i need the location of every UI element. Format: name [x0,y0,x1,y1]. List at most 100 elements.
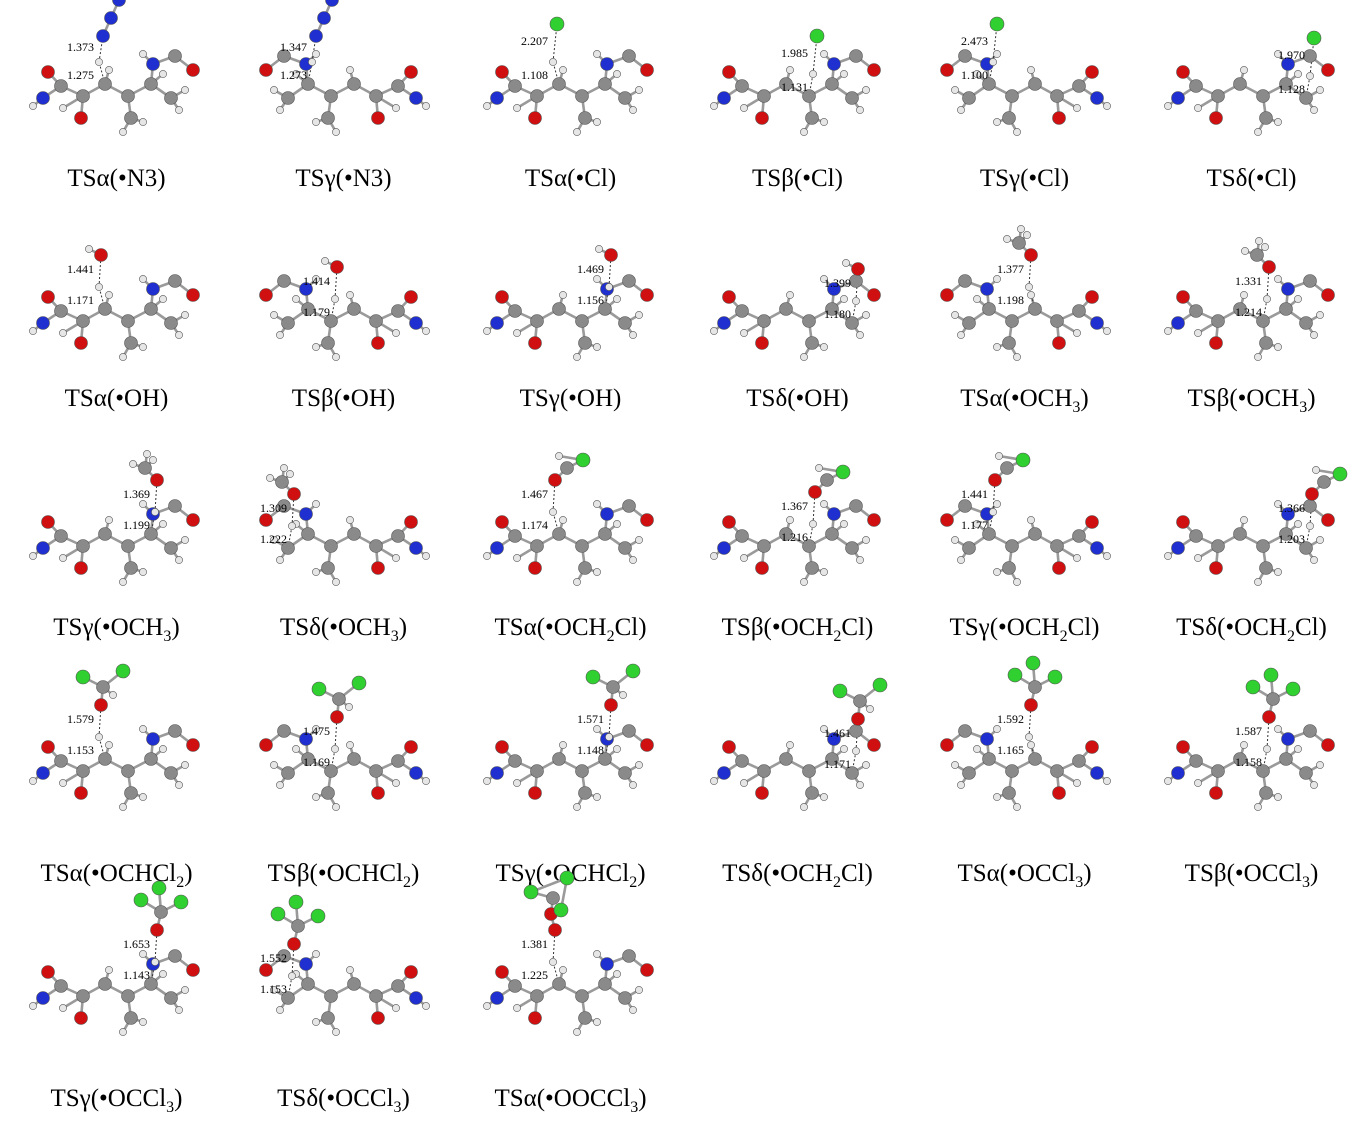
atom-c [281,91,295,105]
atom-n [36,991,50,1005]
atom-c [76,314,90,328]
atom-h [276,1006,284,1014]
atom-h [740,329,748,337]
atom-o [186,288,200,302]
atom-h [559,741,567,749]
atom-o [1321,63,1335,77]
atom-c [622,49,636,63]
atom-h [175,556,183,564]
atom-c [1211,314,1225,328]
distance-forming: 1.441 [961,487,988,501]
atom-o [186,63,200,77]
atom-h [549,508,557,516]
atom-o [330,260,344,274]
atom-h [957,106,965,114]
atom-n [1090,541,1104,555]
atom-c [1189,304,1203,318]
atom-c [508,754,522,768]
atom-c [281,991,295,1005]
ts-label-main: TSγ(•OH) [519,385,622,412]
atom-o [1209,336,1223,350]
atom-h [139,500,147,508]
atom-h [139,1018,147,1026]
atom-h [613,745,621,753]
atom-o [186,738,200,752]
atom-n [600,57,614,71]
atom-h [1240,66,1248,74]
atom-c [575,989,589,1003]
atom-h [346,516,354,524]
atom-h [139,725,147,733]
atom-c [618,91,632,105]
atom-c [1072,754,1086,768]
atom-o [755,786,769,800]
atom-c [1299,316,1313,330]
atom-h [951,311,959,319]
atom-c [805,336,819,350]
distance-breaking: 1.169 [303,755,330,769]
atom-o [940,513,954,527]
distance-forming: 2.207 [521,34,548,48]
atom-cl [288,894,304,910]
ts-label-main: TSδ(•OCCl [277,1085,394,1112]
atom-c [735,304,749,318]
atom-o [1176,290,1190,304]
atom-c [779,302,793,316]
atom-n [299,282,313,296]
distance-forming: 1.367 [781,499,808,513]
forming-bond [154,929,158,963]
atom-o [640,963,654,977]
distance-breaking: 1.180 [824,307,851,321]
atom-o [495,740,509,754]
atom-h [989,58,997,66]
atom-c [301,77,315,91]
atom-h [973,295,981,303]
atom-c [805,786,819,800]
atom-c [168,724,182,738]
atom-c [1028,302,1042,316]
atom-h [635,986,643,994]
atom-o [41,65,55,79]
atom-o [287,487,301,501]
distance-forming: 1.381 [521,937,548,951]
forming-bond [608,704,612,738]
atom-o [722,515,736,529]
atom-h [312,50,320,58]
atom-h [593,725,601,733]
atom-c [1250,248,1264,262]
ts-label-tail: ) [1310,860,1319,887]
atom-h [862,86,870,94]
forming-bond [992,479,996,513]
atom-cl [310,908,326,924]
distance-breaking: 1.165 [997,743,1024,757]
atom-c [853,694,867,708]
atom-c [281,316,295,330]
atom-c [324,314,338,328]
atom-h [139,50,147,58]
atom-n [490,991,504,1005]
ts-label-tail: Cl) [614,614,647,641]
atom-c [1233,77,1247,91]
atom-h [149,456,157,464]
atom-c [618,766,632,780]
atom-o [548,473,562,487]
atom-h [392,554,400,562]
atom-h [593,950,601,958]
atom-o [1321,288,1335,302]
atom-c [820,473,834,487]
atom-c [802,89,816,103]
atom-o [186,963,200,977]
atom-n [1090,91,1104,105]
